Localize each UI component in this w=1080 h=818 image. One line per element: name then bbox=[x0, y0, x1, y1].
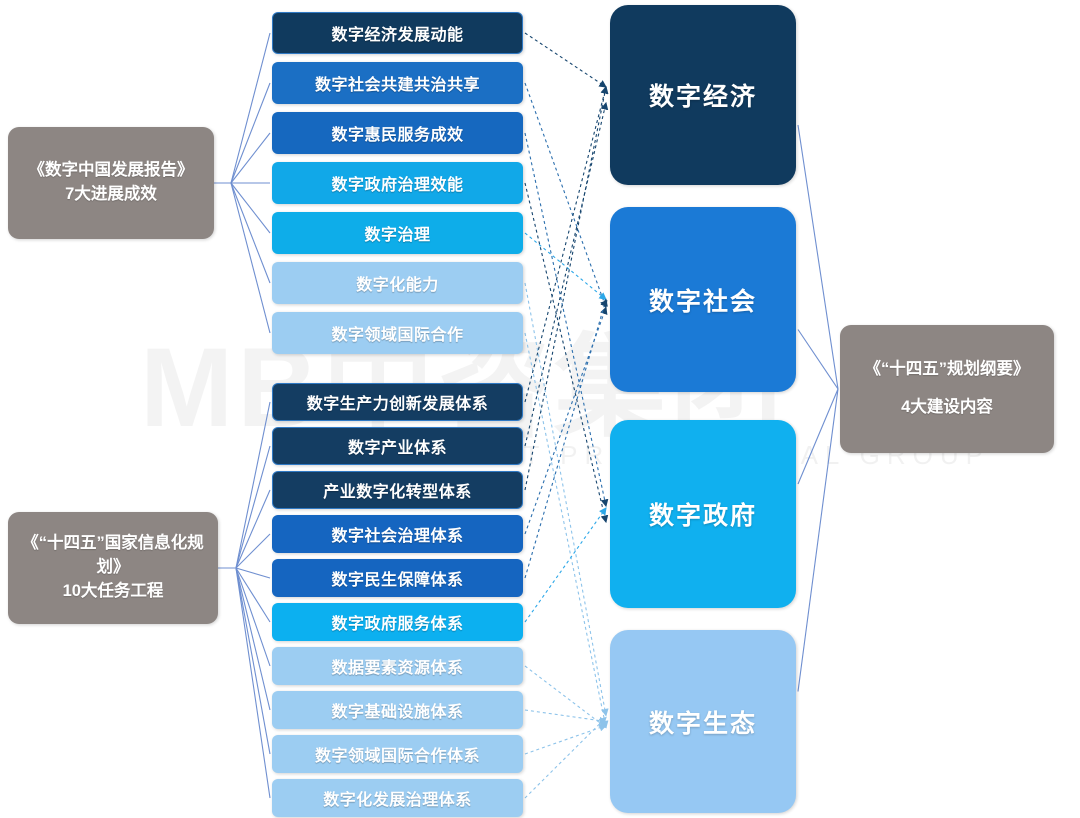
bottom-item-1[interactable]: 数字生产力创新发展体系 bbox=[272, 383, 523, 421]
source-line-1: 《“十四五”国家信息化规划》 bbox=[22, 534, 204, 577]
bottom-item-10-label: 数字化发展治理体系 bbox=[323, 792, 472, 809]
top-item-4-label: 数字政府治理效能 bbox=[331, 177, 464, 194]
source-line-1: 《“十四五”规划纲要》 bbox=[864, 360, 1030, 379]
top-item-6-label: 数字化能力 bbox=[356, 277, 439, 294]
top-item-5-label: 数字治理 bbox=[364, 227, 431, 244]
source-line-2: 7大进展成效 bbox=[65, 185, 157, 203]
top-item-6[interactable]: 数字化能力 bbox=[272, 262, 523, 304]
top-item-3[interactable]: 数字惠民服务成效 bbox=[272, 112, 523, 154]
bottom-item-7-label: 数据要素资源体系 bbox=[331, 660, 464, 677]
bottom-item-4-label: 数字社会治理体系 bbox=[331, 528, 464, 545]
top-item-3-label: 数字惠民服务成效 bbox=[331, 127, 464, 144]
fan-connectors bbox=[214, 32, 271, 799]
bottom-item-10[interactable]: 数字化发展治理体系 bbox=[272, 779, 523, 817]
pillar-2-label: 数字社会 bbox=[648, 287, 757, 316]
bottom-item-8-label: 数字基础设施体系 bbox=[331, 704, 464, 721]
top-item-2[interactable]: 数字社会共建共治共享 bbox=[272, 62, 523, 104]
pillar-4[interactable]: 数字生态 bbox=[610, 630, 796, 813]
bottom-item-8[interactable]: 数字基础设施体系 bbox=[272, 691, 523, 729]
bottom-item-4[interactable]: 数字社会治理体系 bbox=[272, 515, 523, 553]
top-item-1-label: 数字经济发展动能 bbox=[331, 27, 464, 44]
bottom-item-9-label: 数字领域国际合作体系 bbox=[314, 748, 480, 765]
bottom-item-3-label: 产业数字化转型体系 bbox=[323, 484, 472, 501]
bottom-item-5[interactable]: 数字民生保障体系 bbox=[272, 559, 523, 597]
pillar-1[interactable]: 数字经济 bbox=[610, 5, 796, 185]
pillar-3-label: 数字政府 bbox=[648, 502, 757, 530]
bottom-item-6-label: 数字政府服务体系 bbox=[331, 616, 464, 633]
bottom-item-9[interactable]: 数字领域国际合作体系 bbox=[272, 735, 523, 773]
bottom-item-2-label: 数字产业体系 bbox=[347, 440, 447, 457]
source-line-2: 4大建设内容 bbox=[901, 398, 993, 416]
top-item-7-label: 数字领域国际合作 bbox=[331, 327, 464, 344]
top-item-2-label: 数字社会共建共治共享 bbox=[314, 77, 480, 94]
bottom-item-2[interactable]: 数字产业体系 bbox=[272, 427, 523, 465]
top-item-7[interactable]: 数字领域国际合作 bbox=[272, 312, 523, 354]
right-fan-connectors bbox=[797, 124, 839, 692]
pillar-2[interactable]: 数字社会 bbox=[610, 207, 796, 392]
top-item-1[interactable]: 数字经济发展动能 bbox=[272, 12, 523, 54]
bottom-item-3[interactable]: 产业数字化转型体系 bbox=[272, 471, 523, 509]
source-box-plan-outline[interactable]: 《“十四五”规划纲要》 4大建设内容 bbox=[840, 325, 1054, 453]
bottom-item-5-label: 数字民生保障体系 bbox=[331, 572, 464, 589]
dotted-connectors bbox=[524, 32, 609, 799]
bottom-item-1-label: 数字生产力创新发展体系 bbox=[306, 396, 489, 413]
source-box-national-informatization-plan[interactable]: 《“十四五”国家信息化规划》 10大任务工程 bbox=[8, 512, 218, 624]
bottom-item-6[interactable]: 数字政府服务体系 bbox=[272, 603, 523, 641]
top-item-5[interactable]: 数字治理 bbox=[272, 212, 523, 254]
pillar-1-label: 数字经济 bbox=[648, 83, 757, 111]
source-box-digital-china-report[interactable]: 《数字中国发展报告》 7大进展成效 bbox=[8, 127, 214, 239]
source-line-2: 10大任务工程 bbox=[62, 581, 164, 600]
top-item-4[interactable]: 数字政府治理效能 bbox=[272, 162, 523, 204]
pillar-4-label: 数字生态 bbox=[648, 709, 757, 738]
source-line-1: 《数字中国发展报告》 bbox=[28, 161, 194, 180]
bottom-item-7[interactable]: 数据要素资源体系 bbox=[272, 647, 523, 685]
pillar-3[interactable]: 数字政府 bbox=[610, 420, 796, 608]
